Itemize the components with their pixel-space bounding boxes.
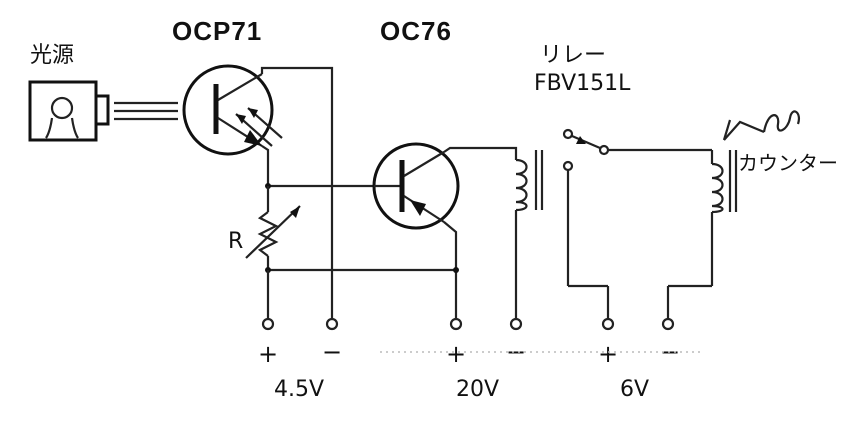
terminal-6 [661, 317, 675, 331]
relay-coil-symbol [514, 150, 544, 318]
terminal-5-sign: + [598, 340, 618, 368]
transistor-symbol [372, 142, 460, 230]
terminal-2 [325, 317, 339, 331]
light-beam [114, 101, 178, 121]
terminal-1-sign: + [258, 340, 278, 368]
lamp-icon [28, 80, 110, 142]
spring-icon [722, 110, 800, 141]
terminal-4-sign: − [506, 338, 526, 366]
terminal-1 [261, 317, 275, 331]
wire-emitter-ground [443, 221, 458, 318]
terminal-2-sign: − [322, 338, 342, 366]
junction-dot [453, 267, 459, 273]
counter-coil-symbol [666, 150, 738, 318]
terminal-5 [601, 317, 615, 331]
voltage-label-1: 4.5V [274, 377, 324, 402]
phototransistor-symbol [182, 64, 283, 156]
terminal-4 [509, 317, 523, 331]
voltage-label-3: 6V [620, 377, 649, 402]
wire-collector-relay [443, 146, 518, 160]
wire-emitter [261, 145, 270, 186]
light-source-label: 光源 [30, 43, 74, 68]
transistor-label: OC76 [380, 16, 452, 46]
terminal-3 [449, 317, 463, 331]
phototransistor-label: OCP71 [172, 16, 262, 46]
relay-title-label: リレー [540, 43, 606, 68]
resistor-label: R [228, 229, 243, 254]
counter-label: カウンター [738, 151, 838, 175]
voltage-label-2: 20V [456, 377, 499, 402]
wire-collector-bus [260, 66, 334, 318]
relay-model-label: FBV151L [534, 71, 631, 96]
terminal-3-sign: + [446, 340, 466, 368]
terminal-6-sign: − [660, 338, 680, 366]
relay-contact-symbol [562, 128, 712, 318]
variable-resistor-symbol [245, 186, 301, 270]
